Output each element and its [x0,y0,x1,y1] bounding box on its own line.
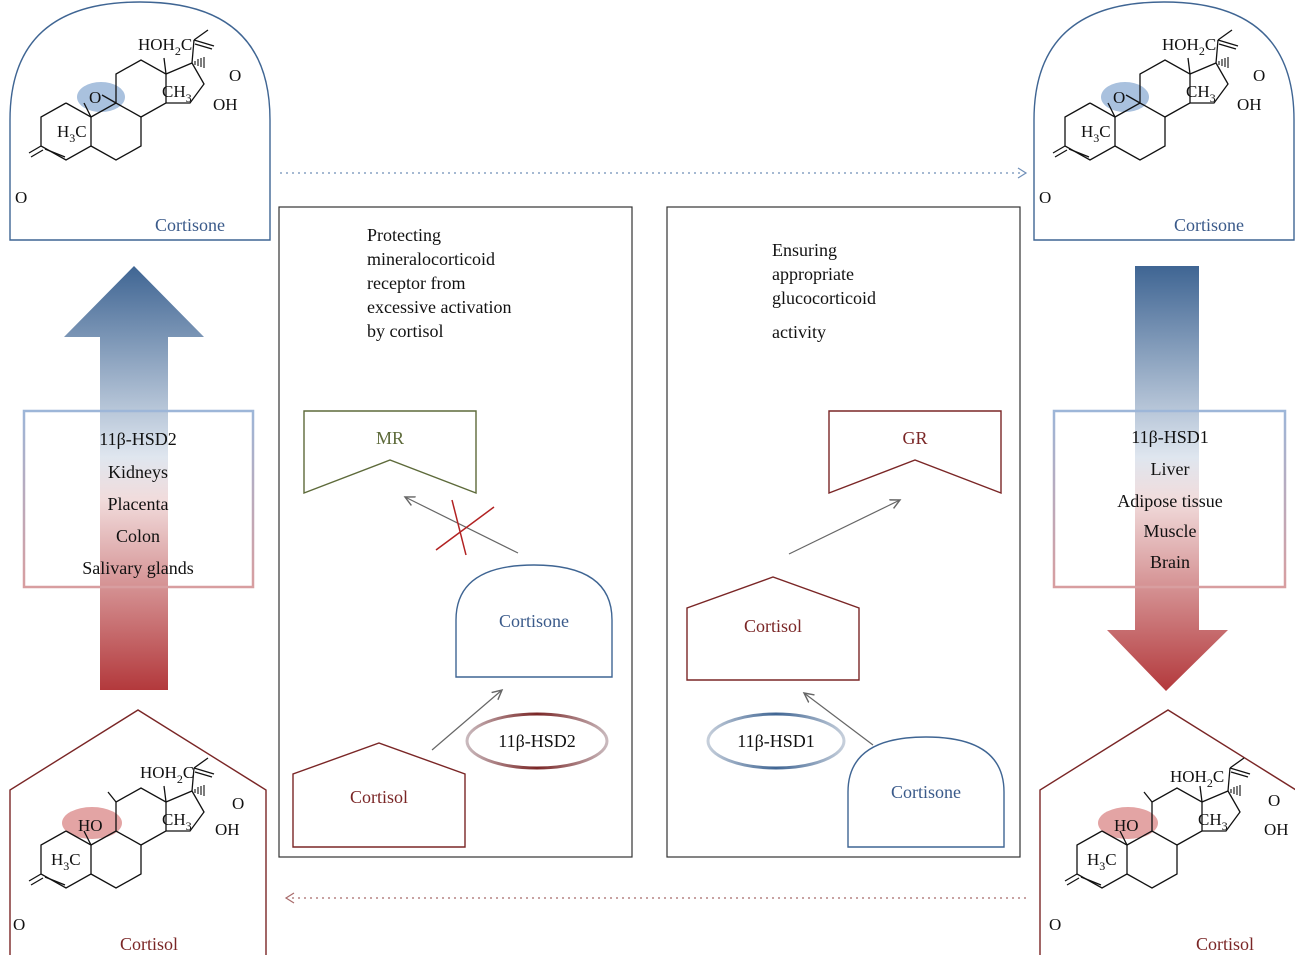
left-tissue-box [22,409,255,589]
left-enzyme: 11β-HSD2 [99,429,177,449]
mr-receptor [303,410,477,495]
svg-text:OH: OH [1264,820,1289,839]
right-tissue-item: Liver [1151,459,1190,479]
svg-text:O: O [1049,915,1061,934]
panel-mr-line: receptor from [367,273,465,293]
activation-arrow [788,500,900,555]
right-tissue-box [1052,409,1287,589]
svg-text:O: O [1253,66,1265,85]
svg-text:O: O [1113,88,1125,107]
left-conversion-arrow: 11β-HSD2 Kidneys Placenta Colon Salivary… [22,266,255,690]
panel-mr-line: excessive activation [367,297,511,317]
cortisol-shape [686,576,860,681]
right-tissue-item: Brain [1150,552,1190,572]
svg-text:H3C: H3C [57,122,87,145]
hydroxyl-highlight [62,807,122,839]
right-conversion-arrow: 11β-HSD1 Liver Adipose tissue Muscle Bra… [1052,266,1287,691]
svg-text:HOH2C: HOH2C [140,763,194,786]
svg-text:CH3: CH3 [1198,810,1228,833]
hydroxyl-highlight [1098,807,1158,839]
svg-text:HO: HO [1114,816,1139,835]
right-tissue-item: Adipose tissue [1117,491,1223,511]
svg-text:H3C: H3C [1087,850,1117,873]
enzyme-label: 11β-HSD2 [498,731,576,751]
cortisol-label: Cortisol [350,787,408,807]
cortisone-shape [455,564,613,678]
blocked-arrow [405,497,519,554]
svg-text:O: O [1039,188,1051,207]
svg-text:O: O [13,915,25,934]
svg-text:O: O [89,88,101,107]
svg-text:OH: OH [213,95,238,114]
cortisol-label: Cortisol [744,616,802,636]
cortisone-shape [847,736,1005,848]
cortisol-label: Cortisol [120,934,178,954]
svg-text:HOH2C: HOH2C [1170,767,1224,790]
cortisone-label: Cortisone [155,215,225,235]
cortisone-label: Cortisone [1174,215,1244,235]
left-tissue-item: Colon [116,526,160,546]
panel-mr: Protecting mineralocorticoid receptor fr… [278,206,633,858]
svg-text:CH3: CH3 [162,810,192,833]
enzyme-ring-hsd2 [465,712,609,770]
conversion-arrow [804,693,874,746]
svg-text:HO: HO [78,816,103,835]
panel-gr-line: Ensuring [772,240,837,260]
enzyme-label: 11β-HSD1 [737,731,815,751]
panel-gr-line: glucocorticoid [772,288,876,308]
gr-label: GR [902,428,927,448]
cortisone-label: Cortisone [499,611,569,631]
dotted-arrow-top [280,167,1028,179]
gr-receptor [828,410,1002,495]
svg-text:OH: OH [1237,95,1262,114]
panel-mr-line: Protecting [367,225,441,245]
cortisone-molecule-top-left: HOH2C O O CH3 OH H3C O Cortisone [9,1,271,241]
svg-text:O: O [1268,791,1280,810]
svg-text:HOH2C: HOH2C [138,35,192,58]
right-tissue-item: Muscle [1144,521,1197,541]
left-tissue-item: Salivary glands [82,558,193,578]
panel-gr-line: appropriate [772,264,854,284]
svg-text:CH3: CH3 [1186,82,1216,105]
panel-mr-line: by cortisol [367,321,444,341]
cortisol-molecule-bottom-left: HOH2C O HO CH3 OH H3C O Cortisol [9,709,267,955]
conversion-arrow [431,690,502,751]
svg-text:O: O [15,188,27,207]
block-cross [435,506,495,551]
svg-text:HOH2C: HOH2C [1162,35,1216,58]
mr-label: MR [376,428,404,448]
dotted-arrow-bottom [284,892,1026,904]
cortisol-molecule-bottom-right: HOH2C O HO CH3 OH H3C O Cortisol [1039,709,1295,955]
cortisol-label: Cortisol [1196,934,1254,954]
cortisone-molecule-top-right: HOH2C O O CH3 OH H3C O Cortisone [1033,1,1295,241]
block-cross [451,499,467,556]
cortisol-shape [292,742,466,848]
enzyme-ring-hsd1 [706,712,846,770]
svg-text:O: O [229,66,241,85]
panel-gr: Ensuring appropriate glucocorticoid acti… [666,206,1021,858]
panel-gr-line: activity [772,322,826,342]
svg-text:OH: OH [215,820,240,839]
left-tissue-item: Kidneys [108,462,168,482]
right-enzyme: 11β-HSD1 [1131,427,1209,447]
cortisone-label: Cortisone [891,782,961,802]
svg-text:H3C: H3C [1081,122,1111,145]
panel-mr-line: mineralocorticoid [367,249,495,269]
svg-text:O: O [232,794,244,813]
svg-text:H3C: H3C [51,850,81,873]
left-tissue-item: Placenta [108,494,169,514]
svg-text:CH3: CH3 [162,82,192,105]
